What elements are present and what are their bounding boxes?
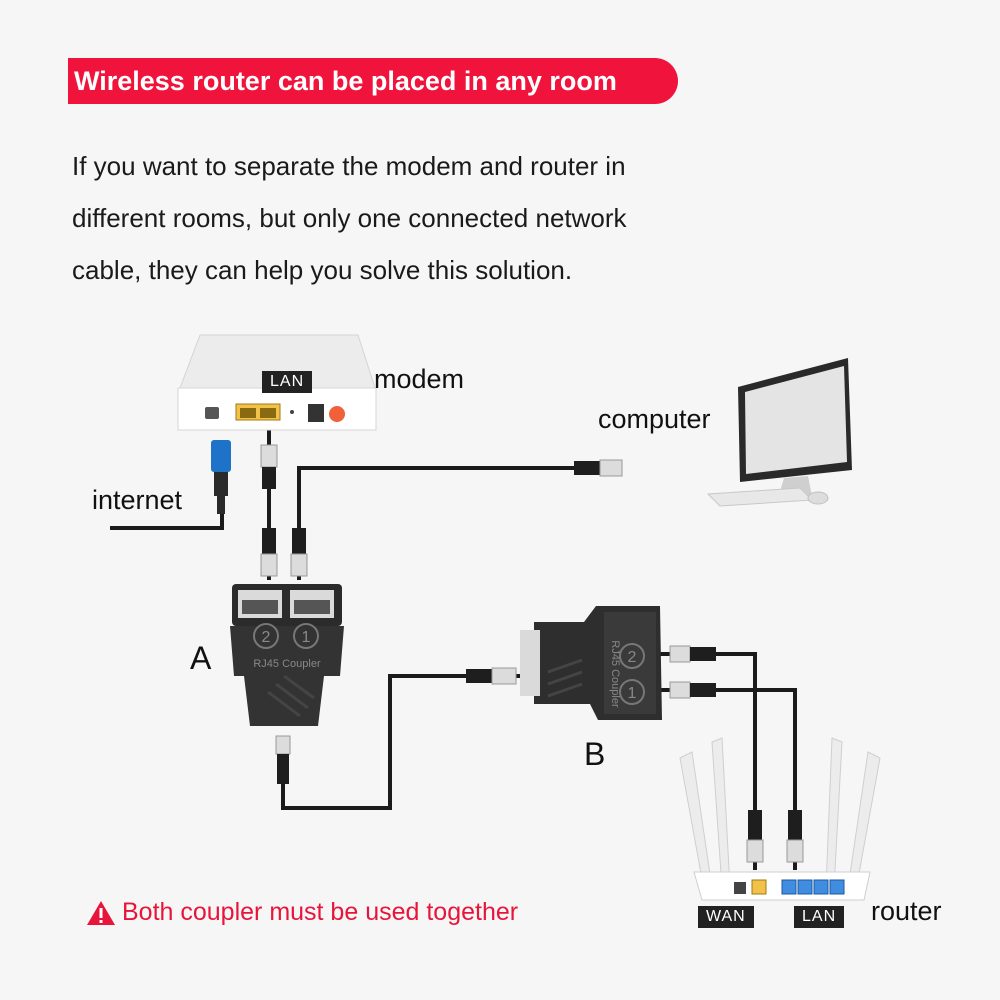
header-banner: Wireless router can be placed in any roo… bbox=[68, 58, 678, 104]
coupler-b-port-2: 2 bbox=[628, 649, 637, 666]
intro-text: If you want to separate the modem and ro… bbox=[72, 140, 792, 296]
router-wan-tag: WAN bbox=[698, 906, 754, 928]
coupler-a: 2 1 RJ45 Coupler bbox=[230, 584, 344, 784]
coupler-a-label: A bbox=[190, 640, 212, 676]
intro-line-3: cable, they can help you solve this solu… bbox=[72, 255, 573, 285]
internet-label: internet bbox=[92, 485, 183, 515]
router-lan-tag: LAN bbox=[794, 906, 845, 928]
cable-coupler-a-to-coupler-b bbox=[281, 674, 520, 810]
modem-lan-tag: LAN bbox=[262, 371, 313, 393]
coupler-a-port-1: 1 bbox=[302, 629, 311, 646]
warning-triangle-icon bbox=[87, 900, 115, 925]
rj45-plugs-modem bbox=[260, 444, 623, 577]
coupler-b-port-1: 1 bbox=[628, 685, 637, 702]
fiber-connector bbox=[211, 440, 231, 514]
coupler-a-port-2: 2 bbox=[262, 629, 271, 646]
intro-line-2: different rooms, but only one connected … bbox=[72, 203, 627, 233]
coupler-b-label: B bbox=[584, 736, 606, 772]
computer-label: computer bbox=[598, 404, 711, 434]
intro-line-1: If you want to separate the modem and ro… bbox=[72, 151, 626, 181]
computer-device bbox=[706, 358, 852, 507]
coupler-b-print: RJ45 Coupler bbox=[609, 640, 621, 708]
cable-computer-to-coupler-a bbox=[297, 466, 574, 580]
warning-text: Both coupler must be used together bbox=[122, 898, 519, 926]
modem-device bbox=[177, 334, 377, 431]
router-device bbox=[679, 737, 881, 901]
modem-label: modem bbox=[374, 364, 465, 394]
warning-note: Both coupler must be used together bbox=[86, 898, 518, 927]
coupler-b: 2 1 RJ45 Coupler bbox=[466, 606, 716, 720]
coupler-a-print: RJ45 Coupler bbox=[253, 658, 321, 670]
router-label: router bbox=[871, 896, 942, 926]
